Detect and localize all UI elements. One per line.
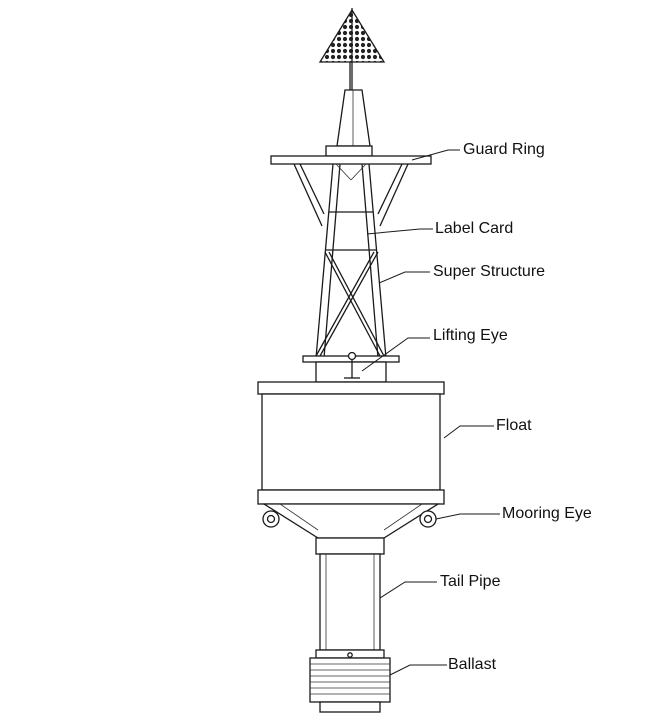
float <box>257 381 445 539</box>
ballast <box>309 649 391 713</box>
top-mark <box>318 8 386 90</box>
label-label-card: Label Card <box>435 220 514 237</box>
lifting-eye <box>302 351 400 383</box>
leader-lines <box>361 149 500 676</box>
label-mooring-eye: Mooring Eye <box>502 505 592 522</box>
mooring-eye <box>262 510 437 528</box>
label-tail-pipe: Tail Pipe <box>440 573 501 590</box>
label-guard-ring: Guard Ring <box>463 141 545 158</box>
label-super-structure: Super Structure <box>433 263 546 280</box>
label-float: Float <box>496 417 532 434</box>
label-ballast: Ballast <box>448 656 497 673</box>
mast <box>336 89 371 147</box>
super-structure <box>315 163 387 359</box>
label-lifting-eye: Lifting Eye <box>433 327 508 344</box>
tail-pipe <box>315 537 385 651</box>
guard-ring <box>270 145 432 227</box>
